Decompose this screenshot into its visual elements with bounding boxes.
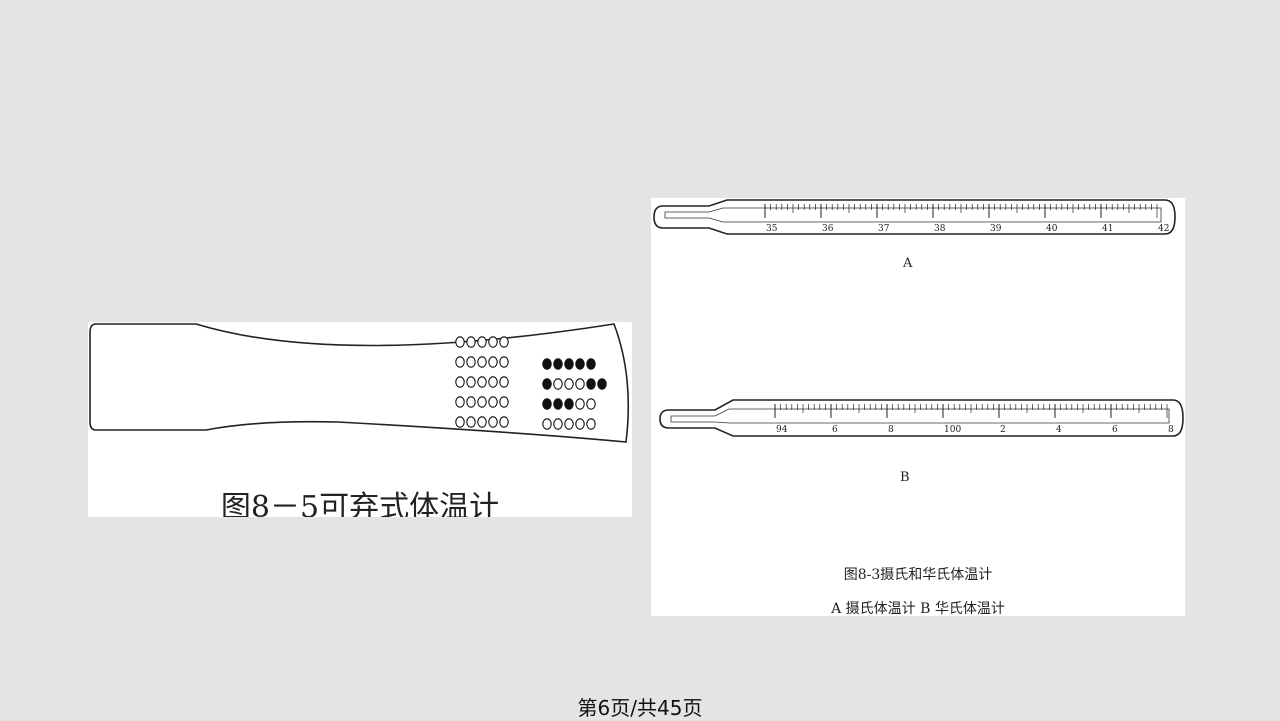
thermometer-b-tick-label: 6 xyxy=(832,425,838,435)
dot-right xyxy=(553,378,563,390)
thermometer-a: 35 36 37 38 39 40 41 42 xyxy=(653,199,1176,235)
dot-right xyxy=(542,398,552,410)
dot-left xyxy=(477,356,487,368)
thermometer-a-tick-label: 35 xyxy=(766,224,778,234)
dot-left xyxy=(455,356,465,368)
thermometer-b-outline xyxy=(659,399,1184,437)
dot-left xyxy=(488,376,498,388)
dot-left xyxy=(466,416,476,428)
thermometer-a-tick-label: 37 xyxy=(878,224,890,234)
thermometer-a-tick-label: 41 xyxy=(1102,224,1113,234)
dot-right xyxy=(542,358,552,370)
thermometer-b-tick-label: 2 xyxy=(1000,425,1006,435)
thermometer-a-scale: 35 36 37 38 39 40 41 42 xyxy=(764,204,1169,234)
disposable-thermometer-figure: 图8－5可弃式体温计 xyxy=(88,322,632,517)
dot-right xyxy=(553,358,563,370)
dot-right xyxy=(575,358,585,370)
dot-left xyxy=(477,336,487,348)
dot-left xyxy=(477,396,487,408)
dot-left xyxy=(466,356,476,368)
dot-right xyxy=(553,398,563,410)
thermometer-a-outline xyxy=(653,199,1176,235)
thermometer-b-tick-label: 8 xyxy=(1168,425,1174,435)
dot-right xyxy=(597,378,607,390)
dot-left xyxy=(477,416,487,428)
dot-left xyxy=(466,376,476,388)
left-figure-caption: 图8－5可弃式体温计 xyxy=(220,490,500,517)
dot-left xyxy=(455,376,465,388)
thermometer-a-tick-label: 40 xyxy=(1046,224,1058,234)
right-figure-caption-title: 图8-3摄氏和华氏体温计 xyxy=(843,567,993,583)
dot-right xyxy=(586,358,596,370)
thermometer-a-tick-label: 42 xyxy=(1158,224,1169,234)
dot-right xyxy=(542,378,552,390)
dot-left xyxy=(488,396,498,408)
page-number: 第6页/共45页 xyxy=(577,696,703,720)
dot-left xyxy=(466,336,476,348)
clinical-thermometers-drawing: 35 36 37 38 39 40 41 42 94 6 8 100 2 4 6 8 xyxy=(653,199,1184,437)
dot-left xyxy=(455,396,465,408)
thermometer-b-tick-label: 100 xyxy=(944,425,961,435)
thermometer-a-tick-label: 38 xyxy=(934,224,946,234)
thermometer-b-tick-label: 6 xyxy=(1112,425,1118,435)
dot-right xyxy=(575,418,585,430)
thermometer-b-tick-label: 4 xyxy=(1056,425,1062,435)
thermometer-b-bore xyxy=(670,408,1170,424)
dot-right xyxy=(553,418,563,430)
thermometer-a-bore xyxy=(664,207,1162,223)
thermometer-b-label: B xyxy=(900,470,910,485)
thermometer-b-tick-label: 94 xyxy=(776,425,788,435)
dot-right xyxy=(575,378,585,390)
dot-left xyxy=(455,336,465,348)
dot-left xyxy=(499,416,509,428)
dot-right xyxy=(564,358,574,370)
clinical-thermometers-figure: 35 36 37 38 39 40 41 42 94 6 8 100 2 4 6 8 A B 图8-3摄氏和… xyxy=(651,198,1185,616)
dot-right xyxy=(575,398,585,410)
thermometer-b-scale: 94 6 8 100 2 4 6 8 xyxy=(774,404,1174,435)
dot-grid xyxy=(455,336,607,430)
dot-left xyxy=(488,416,498,428)
dot-right xyxy=(586,418,596,430)
dot-right xyxy=(564,418,574,430)
dot-right xyxy=(586,398,596,410)
disposable-thermometer-drawing xyxy=(89,323,630,443)
dot-left xyxy=(488,356,498,368)
dot-left xyxy=(466,396,476,408)
dot-left xyxy=(499,396,509,408)
dot-right xyxy=(564,398,574,410)
dot-right xyxy=(542,418,552,430)
thermometer-a-tick-label: 36 xyxy=(822,224,834,234)
dot-right xyxy=(564,378,574,390)
right-figure-caption-sub: A 摄氏体温计 B 华氏体温计 xyxy=(831,601,1005,616)
thermometer-a-tick-label: 39 xyxy=(990,224,1002,234)
disposable-thermometer-outline xyxy=(89,323,630,443)
thermometer-b-tick-label: 8 xyxy=(888,425,894,435)
dot-left xyxy=(499,336,509,348)
dot-left xyxy=(488,336,498,348)
thermometer-b: 94 6 8 100 2 4 6 8 xyxy=(659,399,1184,437)
dot-left xyxy=(499,356,509,368)
dot-right xyxy=(586,378,596,390)
dot-left xyxy=(455,416,465,428)
thermometer-a-label: A xyxy=(903,256,913,271)
dot-left xyxy=(499,376,509,388)
dot-left xyxy=(477,376,487,388)
